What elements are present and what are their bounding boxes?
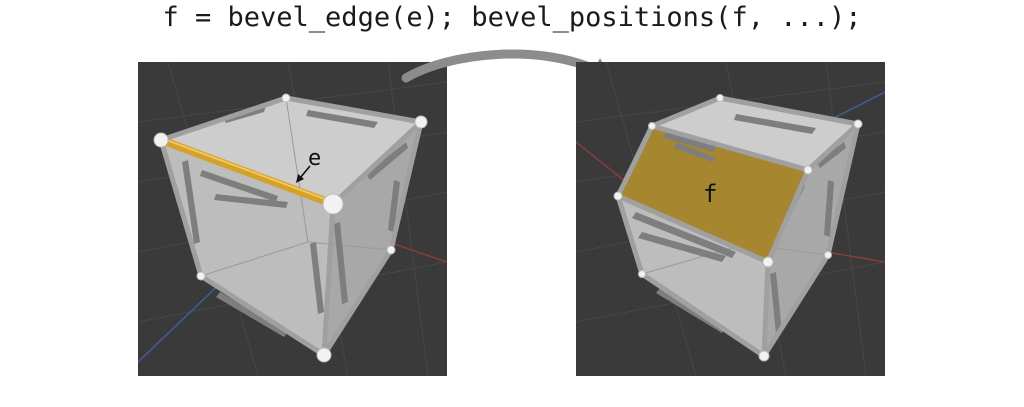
halfedge-arrows — [182, 106, 408, 337]
cube-before-scene: e — [138, 62, 447, 376]
viewport-after: f — [576, 62, 885, 376]
cube-vertices — [153, 93, 428, 363]
axis-line-red — [387, 241, 447, 263]
viewport-before: e — [138, 62, 447, 376]
hidden-edge — [200, 241, 309, 277]
cube-edges — [158, 95, 424, 358]
cube-after-scene: f — [576, 62, 885, 376]
cube-edges — [615, 95, 861, 359]
selected-edge-e — [157, 136, 337, 208]
edge-pointer-arrow — [299, 165, 311, 179]
cube-right-face — [324, 122, 421, 355]
face-label-f: f — [703, 180, 717, 208]
edge-label-e: e — [308, 146, 321, 171]
bevel-face-f — [618, 126, 808, 262]
edge-pointer-head — [296, 174, 304, 183]
bevel-right-face — [764, 124, 858, 356]
cube-vertices — [613, 94, 863, 362]
cube-front-face — [161, 140, 333, 355]
axis-line-red — [576, 141, 627, 183]
axis-line-blue — [825, 91, 885, 123]
code-caption: f = bevel_edge(e); bevel_positions(f, ..… — [162, 2, 862, 33]
